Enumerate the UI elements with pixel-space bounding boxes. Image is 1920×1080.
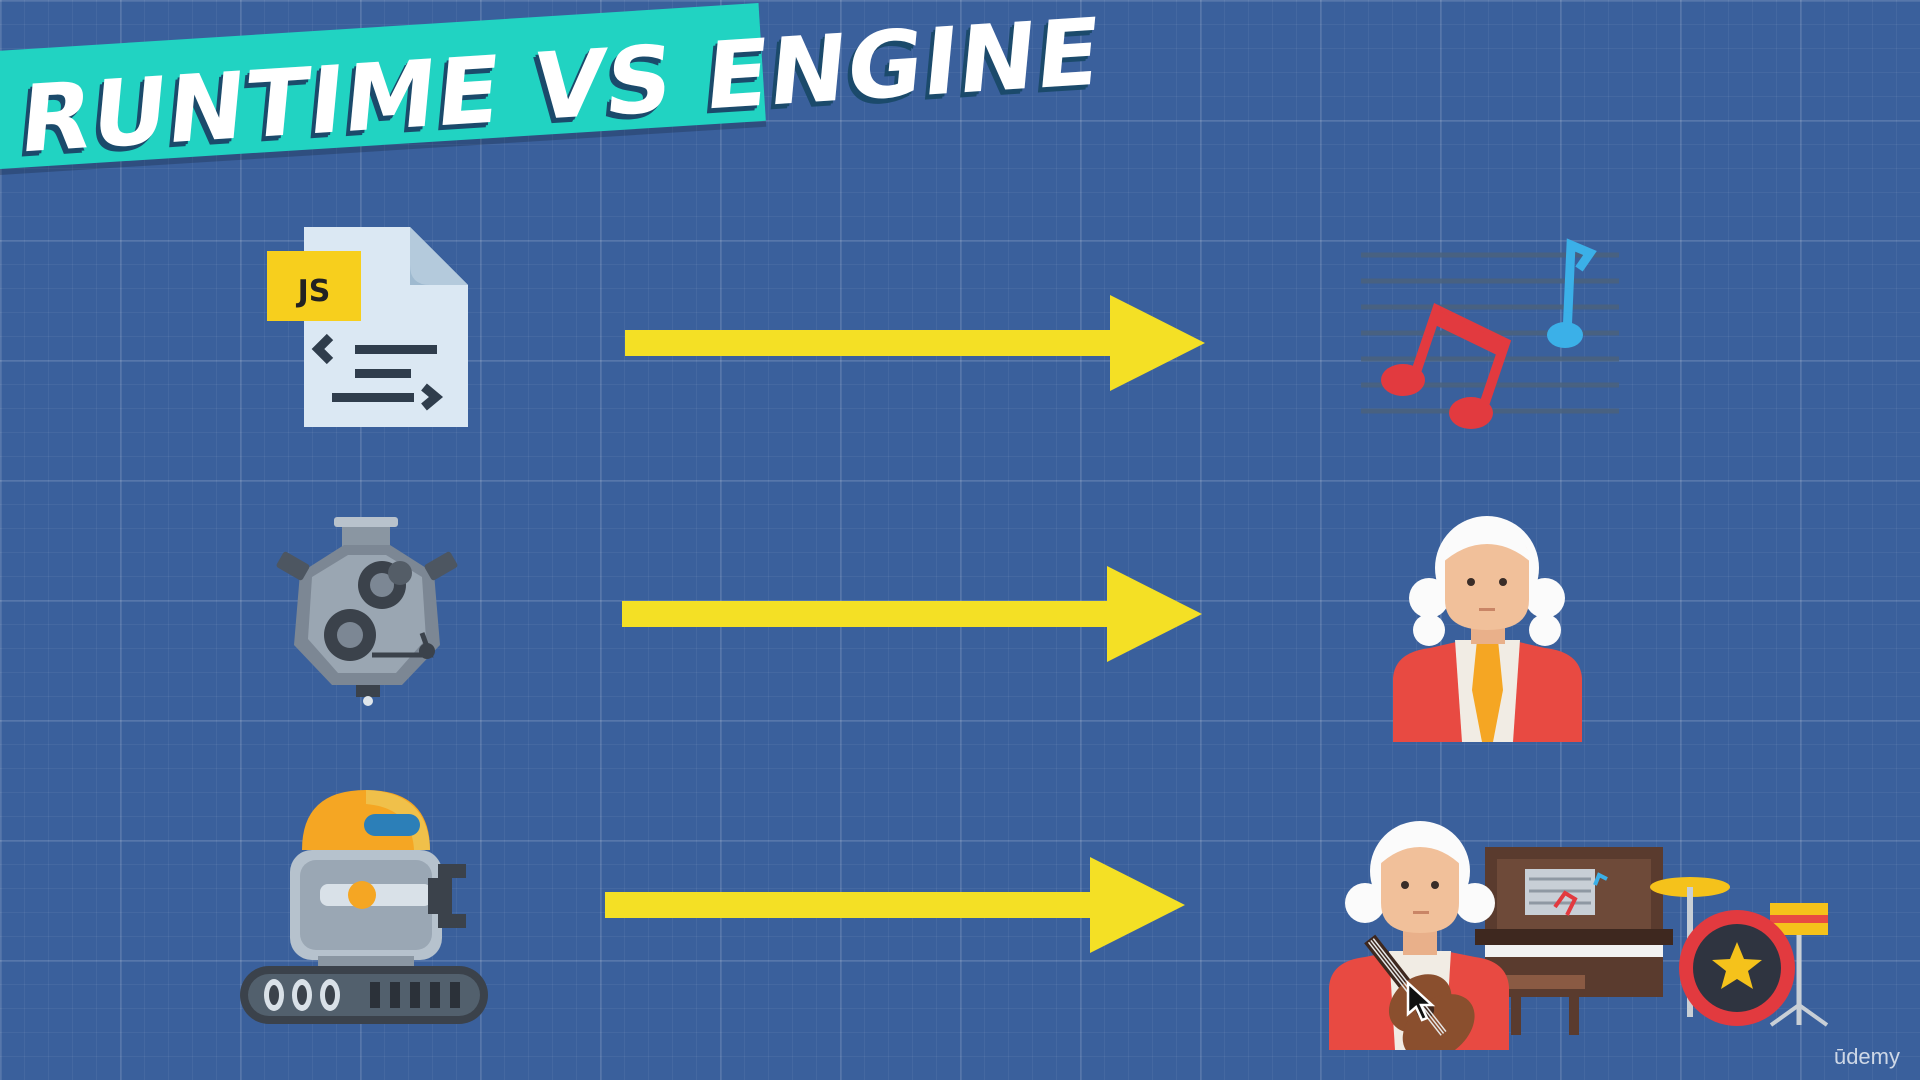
composer-icon: [1393, 516, 1582, 742]
arrow-right-icon: [605, 857, 1185, 953]
mouse-cursor-icon: [1406, 980, 1436, 1022]
arrow-right-icon: [625, 295, 1205, 391]
udemy-watermark: ūdemy: [1833, 1044, 1900, 1069]
arrow-right-icon: [622, 566, 1202, 662]
js-file-icon: JS: [267, 227, 468, 427]
robot-icon: [240, 790, 488, 1024]
music-notes-icon: [1361, 238, 1619, 429]
js-badge-label: JS: [296, 274, 331, 309]
engine-icon: [276, 517, 458, 706]
composer-with-instruments-icon: [1329, 821, 1829, 1050]
